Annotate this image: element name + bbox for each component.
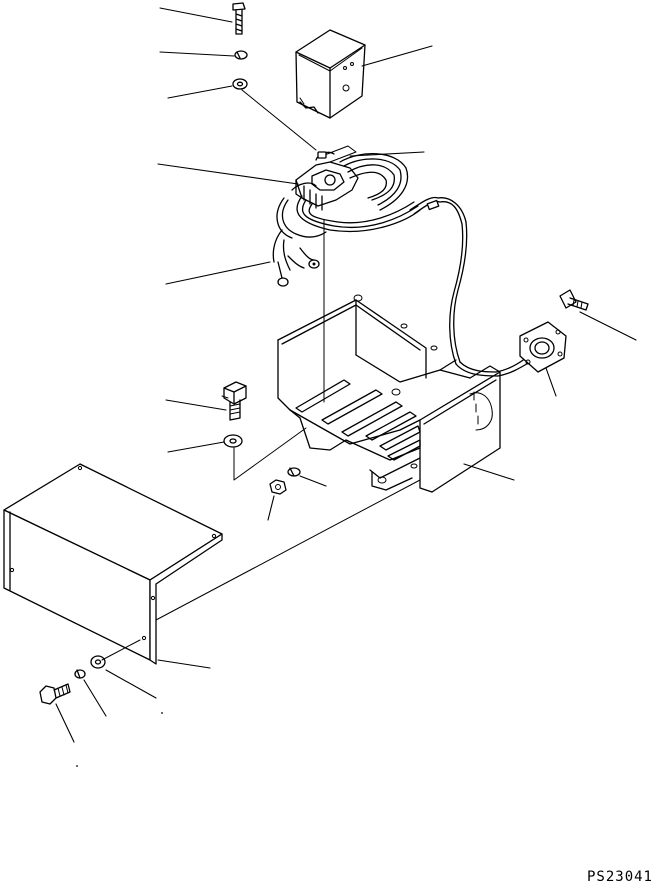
leader-relay-base (158, 164, 298, 184)
flat-washer-top (233, 79, 247, 89)
leader-tray (464, 464, 514, 480)
leader-bolt-bottom (56, 704, 74, 742)
bolt-middle (224, 382, 246, 420)
leader-connector (546, 368, 556, 396)
leader-lock-washer-middle (300, 476, 326, 486)
leader-relay-terminal (350, 152, 424, 156)
relay-base (292, 146, 358, 210)
ring-terminals (278, 248, 319, 286)
leader-washer-middle (168, 442, 224, 452)
leader-lock-washer-top (160, 52, 234, 56)
bolt-top (233, 3, 245, 34)
assembly-lines (102, 90, 420, 660)
leader-cover-box (158, 660, 210, 668)
wire-harness (273, 154, 530, 376)
lock-washer-top (235, 51, 247, 59)
leader-bolt-side (580, 312, 636, 340)
connector (520, 322, 566, 372)
cover-box (4, 464, 222, 664)
leader-bolt-middle (166, 400, 226, 410)
leader-lock-washer-bottom (84, 680, 106, 716)
leader-relay-cover (362, 46, 432, 66)
lock-washer-middle (288, 468, 300, 476)
leader-washer-bottom (106, 670, 156, 698)
leader-flat-washer-top (168, 86, 232, 98)
drawing-code: PS23041 (586, 869, 653, 885)
washer-middle (224, 435, 242, 447)
callout-leaders (56, 8, 636, 767)
relay-cover (296, 30, 365, 118)
bolt-side (560, 290, 588, 310)
tray-slots (296, 380, 420, 460)
nut-middle (270, 480, 286, 494)
lock-washer-bottom (75, 670, 85, 678)
leader-bolt-top (160, 8, 232, 22)
leader-nut-middle (268, 496, 274, 520)
tray-bracket (278, 295, 500, 492)
leader-ring-terminal (166, 262, 270, 284)
bolt-bottom (40, 684, 70, 704)
washer-bottom (91, 656, 105, 668)
